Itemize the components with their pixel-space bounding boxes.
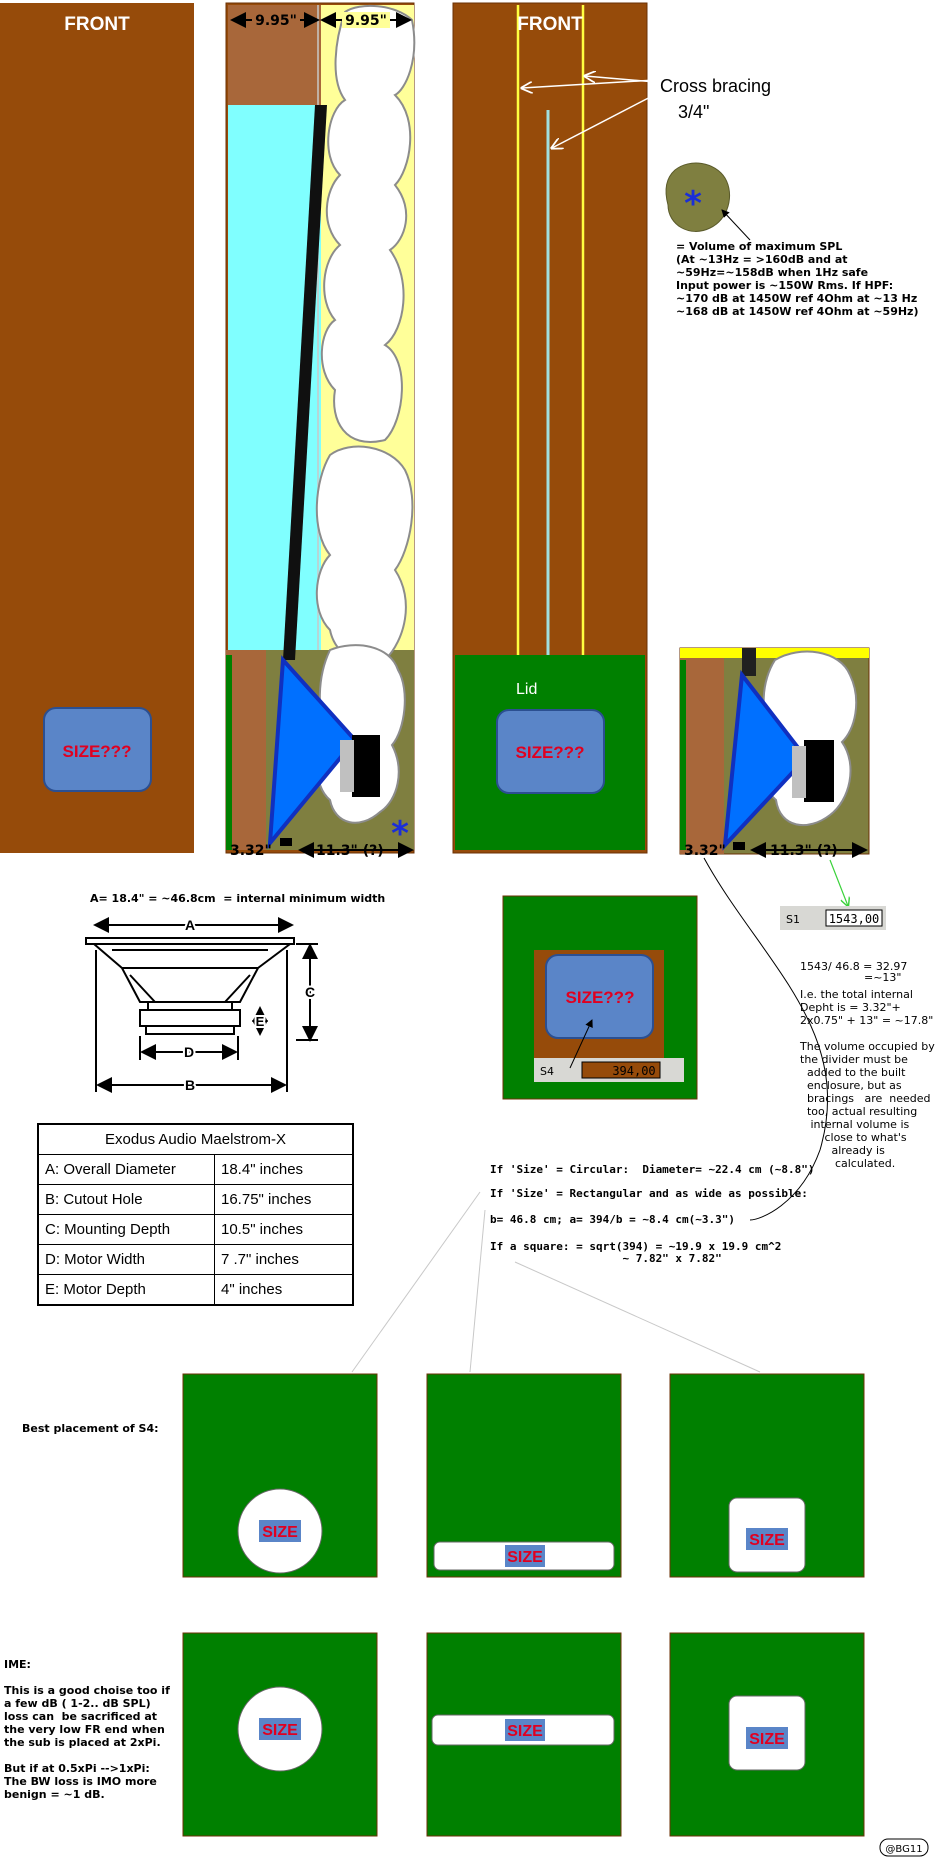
spl-asterisk-icon: *	[684, 184, 702, 224]
spl-blob: *	[665, 162, 751, 241]
side-section-panel: * 9.95" 9.95" 3.32" 11.3" (?)	[225, 2, 416, 859]
front-label-left: FRONT	[64, 14, 130, 35]
size-label-2: SIZE	[507, 1549, 543, 1566]
calc-paragraph: The volume occupied by the divider must …	[800, 1040, 935, 1170]
front-label-right: FRONT	[517, 14, 583, 35]
s4-value-field	[581, 1061, 661, 1079]
driver-drawing	[85, 917, 318, 1093]
calc-line-3: I.e. the total internal	[800, 988, 913, 1001]
calc-line-5: 2x0.75" + 13" = ~17.8"	[800, 1014, 934, 1027]
dim-bottom-332-left: 3.32"	[230, 843, 272, 859]
dim-bottom-113-right: 11.3" (?)	[770, 843, 838, 859]
formula-square-inches: ~ 7.82" x 7.82"	[490, 1252, 722, 1265]
dim-bottom-332-right: 3.32"	[684, 843, 726, 859]
formula-square: If a square: = sqrt(394) = ~19.9 x 19.9 …	[490, 1240, 782, 1253]
size-label-6: SIZE	[749, 1731, 785, 1748]
driver-magnet-left	[352, 735, 380, 797]
credit-label: @BG11	[885, 1844, 922, 1855]
s4-label: S4	[540, 1065, 554, 1078]
driver-letter-d: D	[184, 1044, 194, 1060]
size-label-5: SIZE	[507, 1723, 543, 1740]
driver-cone-small	[722, 669, 809, 851]
calc-line-1: 1543/ 46.8 = 32.97	[800, 960, 908, 973]
s4-panel: SIZE??? S4 394,00	[502, 895, 698, 1100]
dim-top-left: 9.95"	[255, 13, 297, 29]
calc-line-4: Depht is = 3.32"+	[800, 1001, 901, 1014]
front-panel-right: FRONT Lid SIZE???	[452, 2, 661, 854]
s4-value: 394,00	[612, 1064, 655, 1078]
port-size-text-right: SIZE???	[516, 743, 585, 762]
max-spl-asterisk-icon: *	[391, 814, 409, 854]
port-size-box-right	[496, 709, 605, 794]
s1-label: S1	[786, 913, 800, 926]
ime-note: IME: This is a good choise too if a few …	[4, 1658, 170, 1801]
placement-row-1: SIZE SIZE SIZE	[182, 1373, 865, 1578]
placement-row-2: SIZE SIZE SIZE	[182, 1632, 865, 1837]
dim-bottom-113-left: 11.3" (?)	[316, 843, 384, 859]
driver-letter-a: A	[185, 917, 195, 933]
size-label-1: SIZE	[262, 1524, 298, 1541]
s1-value: 1543,00	[829, 912, 880, 926]
driver-letter-e: E	[256, 1014, 265, 1029]
lid-label: Lid	[516, 681, 537, 698]
front-panel-left: FRONT SIZE???	[0, 3, 194, 853]
spl-note: = Volume of maximum SPL (At ~13Hz = >160…	[676, 240, 919, 318]
driver-spec-table: Exodus Audio Maelstrom-X A: Overall Diam…	[37, 1123, 354, 1306]
cross-bracing-size: 3/4"	[678, 102, 709, 122]
formula-circular: If 'Size' = Circular: Diameter= ~22.4 cm…	[490, 1163, 815, 1176]
a-width-note: A= 18.4" = ~46.8cm = internal minimum wi…	[90, 892, 386, 905]
dim-top-right: 9.95"	[345, 13, 387, 29]
formula-rectangular: If 'Size' = Rectangular and as wide as p…	[490, 1187, 808, 1200]
driver-letter-c: C	[305, 984, 315, 1000]
port-size-box-left	[43, 707, 152, 792]
side-section-small: 3.32" 11.3" (?)	[679, 647, 870, 859]
slanted-divider	[283, 105, 327, 660]
size-label-4: SIZE	[262, 1722, 298, 1739]
s1-field: S1 1543,00	[780, 906, 886, 930]
port-size-box-s4	[545, 954, 654, 1039]
driver-cone-left	[267, 655, 358, 850]
size-label-3: SIZE	[749, 1532, 785, 1549]
port-size-text-left: SIZE???	[63, 742, 132, 761]
cross-bracing-label: Cross bracing	[660, 76, 771, 96]
calc-line-2: =~13"	[864, 971, 902, 984]
best-placement-label: Best placement of S4:	[22, 1422, 159, 1435]
driver-letter-b: B	[185, 1077, 195, 1093]
depth-curve-connector	[703, 857, 829, 1221]
port-size-text-s4: SIZE???	[566, 988, 635, 1007]
spec-table-title: Exodus Audio Maelstrom-X	[37, 1123, 354, 1155]
s1-pointer	[829, 859, 848, 906]
formula-rect-values: b= 46.8 cm; a= 394/b = ~8.4 cm(~3.3")	[490, 1213, 736, 1226]
driver-magnet-small	[804, 740, 834, 802]
